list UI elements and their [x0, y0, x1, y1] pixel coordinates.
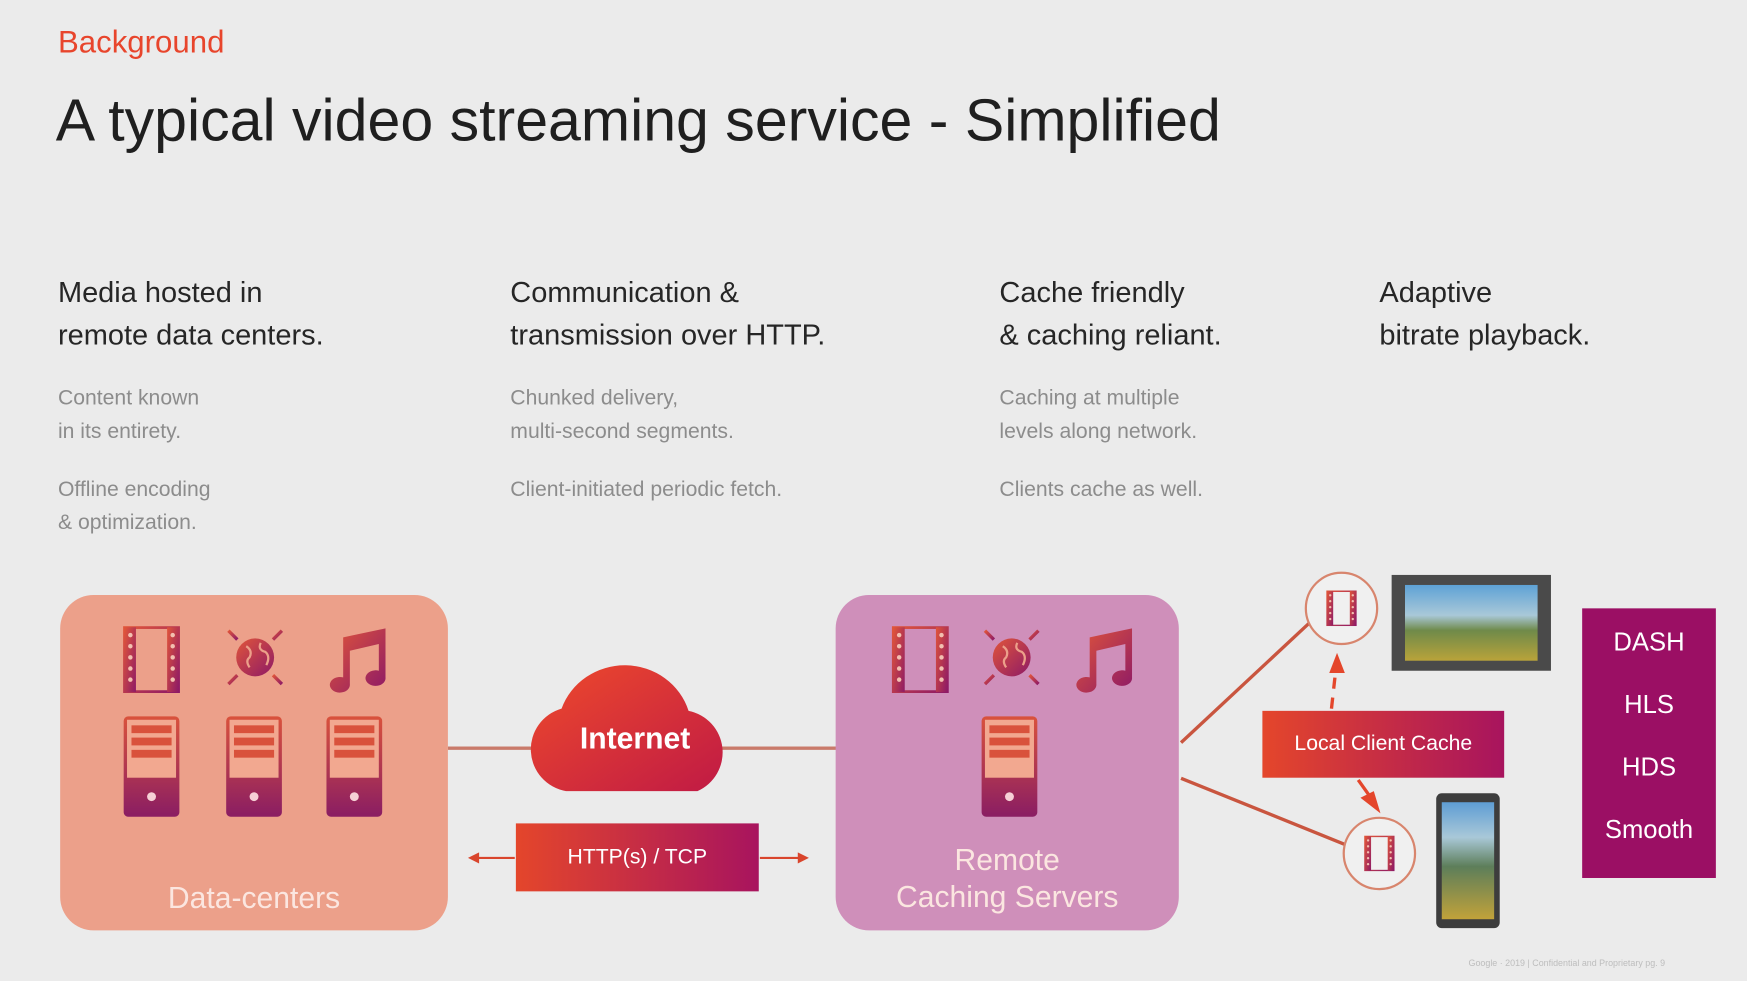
column-point: Clients cache as well.: [999, 477, 1204, 502]
column-heading: Communication & transmission over HTTP.: [510, 275, 826, 351]
column-http: Communication & transmission over HTTP. …: [510, 271, 825, 507]
globe-icon: [973, 618, 1051, 696]
server-icon: [325, 715, 383, 818]
protocol-item: HLS: [1624, 689, 1674, 719]
bidirectional-arrow-icon: [467, 852, 809, 864]
footer-text: Google · 2019 | Confidential and Proprie…: [1468, 958, 1666, 969]
column-point: Client-initiated periodic fetch.: [510, 477, 783, 502]
column-cache: Cache friendly & caching reliant. Cachin…: [999, 271, 1221, 507]
internet-label: Internet: [579, 722, 691, 756]
column-media: Media hosted in remote data centers. Con…: [58, 271, 324, 541]
video-thumbnail: [1405, 584, 1538, 661]
cloud-icon: [530, 665, 723, 792]
client-cache-circle: [1304, 571, 1379, 646]
remote-caching-box: Remote Caching Servers: [835, 594, 1179, 931]
protocol-item: HDS: [1621, 752, 1677, 782]
column-point: Chunked delivery, multi-second segments.: [510, 386, 734, 444]
remote-caching-label: Remote Caching Servers: [896, 843, 1119, 914]
music-note-icon: [323, 626, 390, 693]
column-heading: Media hosted in remote data centers.: [57, 275, 324, 351]
column-point: Content known in its entirety.: [57, 386, 200, 444]
server-icon: [123, 715, 181, 818]
slide-title: A typical video streaming service - Simp…: [55, 88, 1221, 154]
phone-device: [1436, 793, 1500, 929]
server-icon: [980, 715, 1038, 818]
protocol-item: Smooth: [1604, 814, 1694, 844]
column-point: Offline encoding & optimization.: [57, 477, 211, 535]
globe-icon: [216, 618, 294, 696]
dashed-arrows-icon: [1329, 652, 1381, 814]
local-client-cache-box: Local Client Cache: [1262, 710, 1505, 778]
film-icon: [1326, 591, 1357, 627]
video-thumbnail: [1441, 802, 1495, 920]
column-point: Caching at multiple levels along network…: [999, 386, 1198, 444]
film-icon: [123, 626, 181, 693]
streaming-protocols-box: DASH HLS HDS Smooth: [1582, 608, 1716, 878]
client-cache-circle: [1342, 816, 1417, 891]
protocol-item: DASH: [1613, 627, 1685, 657]
datacenters-box: Data-centers: [60, 594, 448, 931]
tablet-device: [1391, 574, 1551, 671]
protocol-box: HTTP(s) / TCP: [515, 823, 759, 892]
film-icon: [891, 626, 949, 693]
column-adaptive: Adaptive bitrate playback.: [1379, 271, 1590, 356]
server-icon: [225, 715, 283, 818]
section-kicker: Background: [57, 24, 225, 60]
film-icon: [1364, 836, 1395, 872]
column-heading: Cache friendly & caching reliant.: [999, 275, 1222, 351]
music-note-icon: [1070, 626, 1137, 693]
datacenters-label: Data-centers: [167, 881, 341, 915]
column-heading: Adaptive bitrate playback.: [1379, 275, 1591, 351]
